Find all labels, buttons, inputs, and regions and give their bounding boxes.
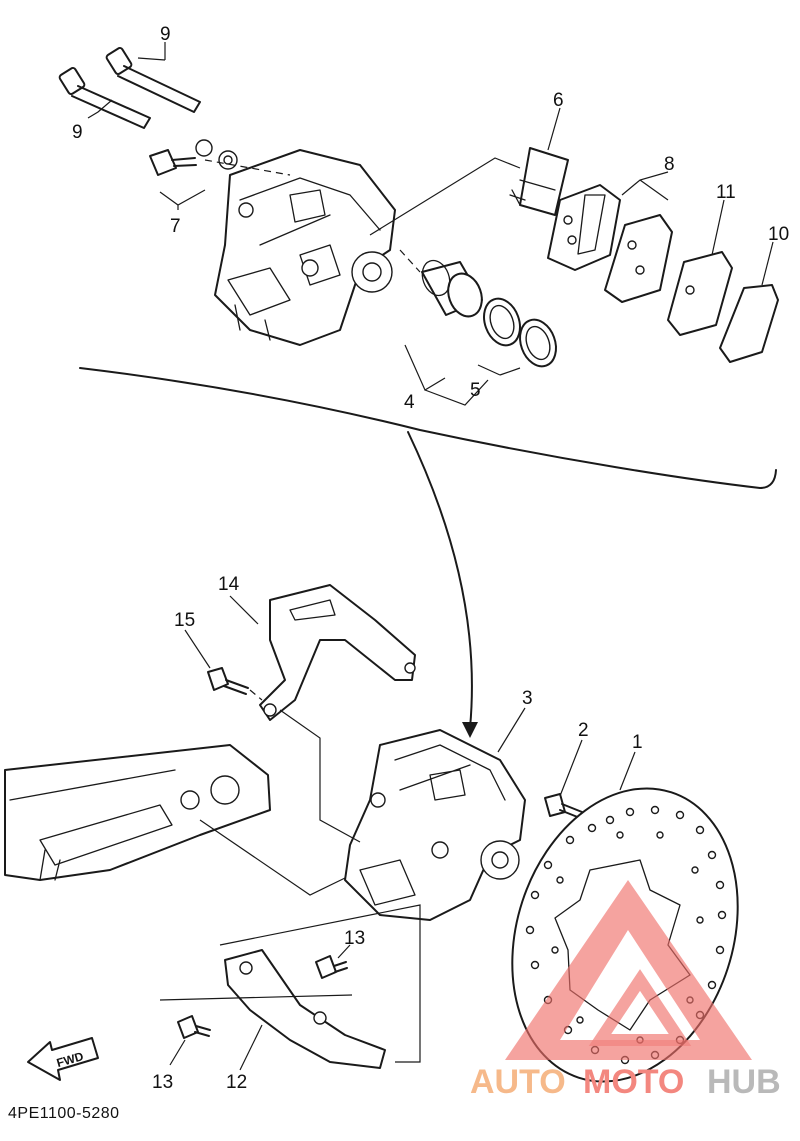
part-label-13b: 13 bbox=[152, 1072, 173, 1093]
part-label-11: 11 bbox=[716, 182, 736, 203]
swingarm bbox=[4, 744, 271, 881]
bolt-15 bbox=[207, 667, 263, 701]
watermark-logo bbox=[505, 880, 752, 1060]
pad-shim-11 bbox=[667, 251, 733, 336]
part-number-labels: 9 9 7 6 8 11 10 4 5 14 15 3 2 1 13 13 12 bbox=[72, 24, 789, 1093]
pin-9-upper bbox=[105, 47, 201, 113]
leader-lines-lower bbox=[159, 595, 636, 1071]
part-label-12: 12 bbox=[226, 1072, 247, 1093]
pad-spring-6 bbox=[509, 147, 569, 216]
piston-4 bbox=[421, 259, 483, 318]
bleed-screw-7 bbox=[149, 139, 238, 176]
fwd-arrow-icon bbox=[27, 1037, 99, 1081]
brake-pads-8 bbox=[547, 184, 673, 303]
caliper-assembly-3 bbox=[344, 729, 526, 921]
part-label-5: 5 bbox=[470, 380, 481, 401]
watermark-text-moto: MOTO bbox=[583, 1063, 684, 1101]
part-label-7: 7 bbox=[170, 216, 181, 237]
watermark-text-hub: HUB bbox=[707, 1063, 781, 1101]
leader-lines-upper bbox=[87, 42, 774, 406]
part-label-15: 15 bbox=[174, 610, 195, 631]
pin-9-lower bbox=[58, 67, 151, 129]
assembly-arrow-line bbox=[407, 431, 473, 729]
caliper-bracket-14 bbox=[259, 584, 416, 721]
part-label-9b: 9 bbox=[72, 122, 83, 143]
assembly-arrow-head bbox=[462, 722, 478, 738]
part-label-14: 14 bbox=[218, 574, 240, 595]
part-label-9a: 9 bbox=[160, 24, 171, 45]
part-label-6: 6 bbox=[553, 90, 564, 111]
caliper-body-upper bbox=[214, 149, 396, 346]
part-label-2: 2 bbox=[578, 720, 589, 741]
pad-shim-10 bbox=[719, 284, 779, 363]
watermark-text-auto: AUTO bbox=[470, 1063, 566, 1101]
part-label-10: 10 bbox=[768, 224, 789, 245]
guard-bolt-13-upper bbox=[315, 955, 348, 979]
group-bracket-line bbox=[79, 367, 777, 489]
part-label-8: 8 bbox=[664, 154, 675, 175]
disc-guard-12 bbox=[224, 949, 386, 1069]
part-label-4: 4 bbox=[404, 392, 415, 413]
part-label-3: 3 bbox=[522, 688, 533, 709]
part-label-13a: 13 bbox=[344, 928, 365, 949]
fwd-direction-badge: FWD bbox=[27, 1037, 99, 1081]
lower-assembly bbox=[4, 584, 739, 1083]
part-label-1: 1 bbox=[632, 732, 643, 753]
watermark-triangle-icon bbox=[505, 880, 752, 1060]
caliper-exploded-group bbox=[58, 42, 779, 489]
seals-5 bbox=[483, 297, 557, 368]
diagram-code: 4PE1100-5280 bbox=[8, 1105, 120, 1122]
guard-bolt-13-lower bbox=[177, 1015, 211, 1039]
